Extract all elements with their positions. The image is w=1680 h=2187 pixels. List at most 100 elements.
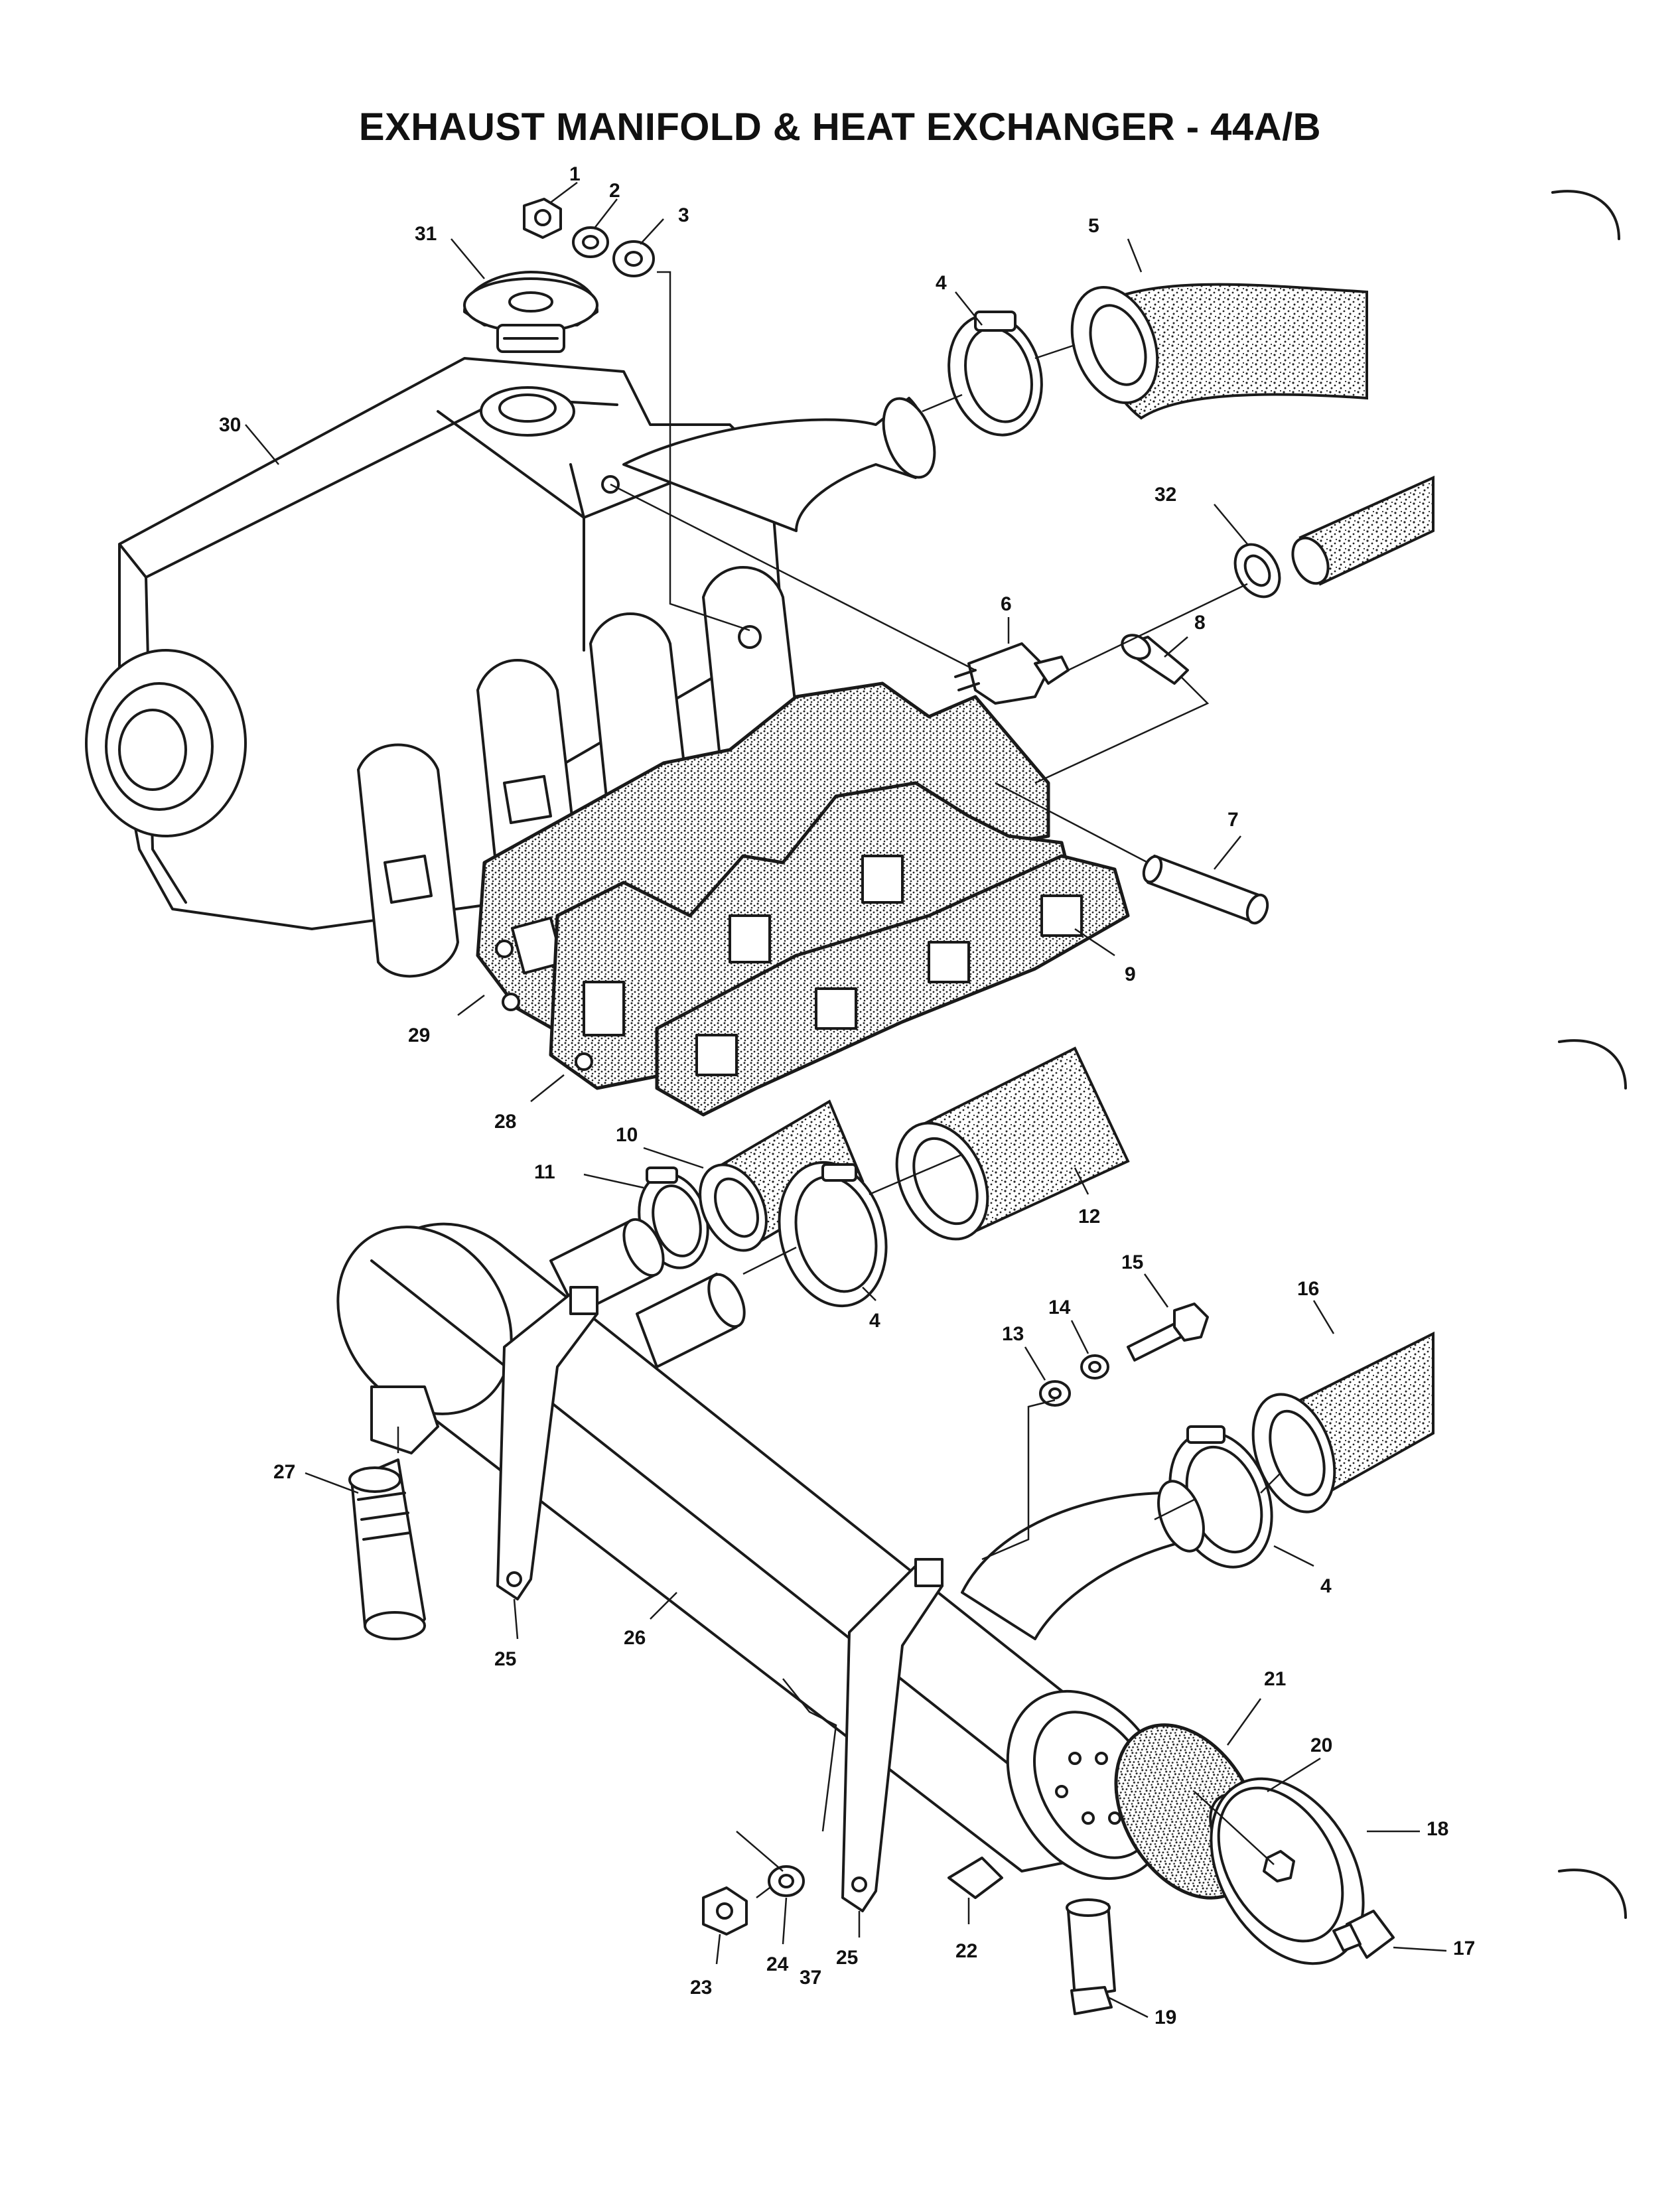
svg-text:31: 31: [415, 223, 437, 245]
callouts: 1 2 3 4 5 6 7 8 9 10 11 12 4 13 14 15 16…: [219, 163, 1475, 2028]
part-24-washer: [768, 1865, 805, 1897]
part-6-elbow-fitting: [954, 642, 1070, 705]
part-4-hose-clamp-upper: [947, 311, 1043, 437]
callout-2: 2: [593, 180, 620, 230]
part-22-clip: [947, 1857, 1003, 1899]
svg-text:27: 27: [273, 1461, 295, 1483]
svg-text:11: 11: [534, 1161, 555, 1183]
callout-26: 26: [624, 1592, 677, 1649]
callout-29: 29: [408, 995, 485, 1046]
callout-18: 18: [1367, 1818, 1448, 1840]
callout-3: 3: [640, 204, 689, 245]
callout-31: 31: [415, 223, 485, 279]
svg-text:18: 18: [1427, 1818, 1448, 1840]
svg-text:32: 32: [1155, 484, 1176, 506]
callout-16: 16: [1297, 1278, 1335, 1334]
callout-32: 32: [1155, 484, 1248, 545]
callout-4b: 4: [862, 1287, 880, 1332]
part-28-gasket: [549, 781, 1077, 1090]
callout-21: 21: [1226, 1668, 1286, 1746]
alignment-lines-lower: [397, 1153, 1281, 1898]
part-2-lock-washer: [572, 226, 609, 258]
svg-text:20: 20: [1310, 1734, 1332, 1756]
part-3-washer: [612, 240, 655, 277]
part-25-bracket-right: [841, 1558, 944, 1912]
svg-text:25: 25: [836, 1947, 858, 1969]
svg-text:14: 14: [1048, 1297, 1071, 1318]
svg-text:21: 21: [1264, 1668, 1286, 1690]
callout-25b: 25: [836, 1911, 861, 1969]
svg-text:9: 9: [1125, 963, 1136, 985]
part-25-bracket-left: [496, 1286, 598, 1600]
callout-11: 11: [534, 1161, 644, 1189]
svg-text:10: 10: [616, 1124, 638, 1146]
callout-7: 7: [1214, 809, 1241, 870]
part-10-hose: [699, 1099, 865, 1252]
svg-text:26: 26: [624, 1627, 646, 1649]
part-12-hose: [895, 1046, 1130, 1241]
callout-27: 27: [273, 1461, 359, 1494]
page-title: EXHAUST MANIFOLD & HEAT EXCHANGER - 44A/…: [358, 106, 1322, 149]
svg-text:12: 12: [1078, 1206, 1100, 1228]
part-13-washer: [1039, 1380, 1071, 1407]
part-5-hose: [1070, 283, 1368, 420]
svg-text:16: 16: [1297, 1278, 1319, 1300]
part-15-bolt: [1127, 1303, 1209, 1362]
part-23-nut: [702, 1886, 748, 1936]
svg-text:2: 2: [609, 180, 620, 202]
svg-text:24: 24: [766, 1953, 789, 1975]
part-31-pressure-cap: [463, 271, 598, 353]
part-17-zinc-anode: [1332, 1910, 1395, 1959]
callout-9: 9: [1074, 928, 1136, 985]
svg-text:30: 30: [219, 414, 241, 436]
svg-text:29: 29: [408, 1024, 430, 1046]
part-26-heat-exchanger: [336, 1218, 1205, 1880]
svg-text:19: 19: [1155, 2007, 1176, 2028]
svg-text:25: 25: [494, 1648, 516, 1670]
callout-10: 10: [616, 1124, 704, 1169]
part-30-manifold-tank: [85, 357, 936, 930]
svg-text:8: 8: [1194, 612, 1206, 634]
callout-17: 17: [1393, 1938, 1475, 1959]
callout-13: 13: [1002, 1323, 1046, 1381]
callout-19: 19: [1107, 1996, 1176, 2028]
callout-30: 30: [219, 414, 279, 465]
callout-37: 37: [800, 1967, 821, 1989]
part-19-petcock: [1066, 1898, 1116, 2015]
part-14-lock-washer: [1080, 1354, 1109, 1379]
callout-4a: 4: [936, 272, 983, 326]
callout-6: 6: [1001, 593, 1012, 644]
svg-text:7: 7: [1227, 809, 1239, 831]
svg-text:1: 1: [569, 163, 581, 185]
part-1-nut: [523, 198, 562, 239]
part-9-gasket: [655, 854, 1130, 1117]
svg-text:37: 37: [800, 1967, 821, 1989]
svg-text:13: 13: [1002, 1323, 1024, 1345]
part-16-hose: [1251, 1331, 1435, 1514]
callout-24: 24: [766, 1897, 789, 1975]
callout-20: 20: [1267, 1734, 1332, 1793]
part-7-stud: [1142, 855, 1269, 925]
svg-text:4: 4: [936, 272, 947, 294]
callout-12: 12: [1074, 1167, 1100, 1228]
callout-1: 1: [550, 163, 581, 203]
callout-8: 8: [1164, 612, 1206, 658]
part-18-end-cap: [1210, 1777, 1365, 1965]
callout-4c: 4: [1273, 1545, 1332, 1597]
callout-15: 15: [1121, 1251, 1169, 1308]
svg-text:22: 22: [955, 1940, 977, 1962]
svg-text:5: 5: [1088, 215, 1099, 237]
callout-28: 28: [494, 1074, 565, 1133]
alignment-lines-upper: [610, 271, 1248, 864]
callout-14: 14: [1048, 1297, 1089, 1354]
part-27-drain-fitting: [348, 1385, 439, 1640]
svg-text:23: 23: [690, 1977, 712, 1999]
callout-25a: 25: [494, 1598, 519, 1670]
part-32-small-clamp: [1233, 543, 1281, 599]
svg-text:28: 28: [494, 1111, 516, 1133]
binder-marks: [1551, 190, 1627, 1919]
callout-23: 23: [690, 1934, 721, 1999]
svg-text:3: 3: [678, 204, 689, 226]
svg-text:4: 4: [869, 1310, 880, 1332]
